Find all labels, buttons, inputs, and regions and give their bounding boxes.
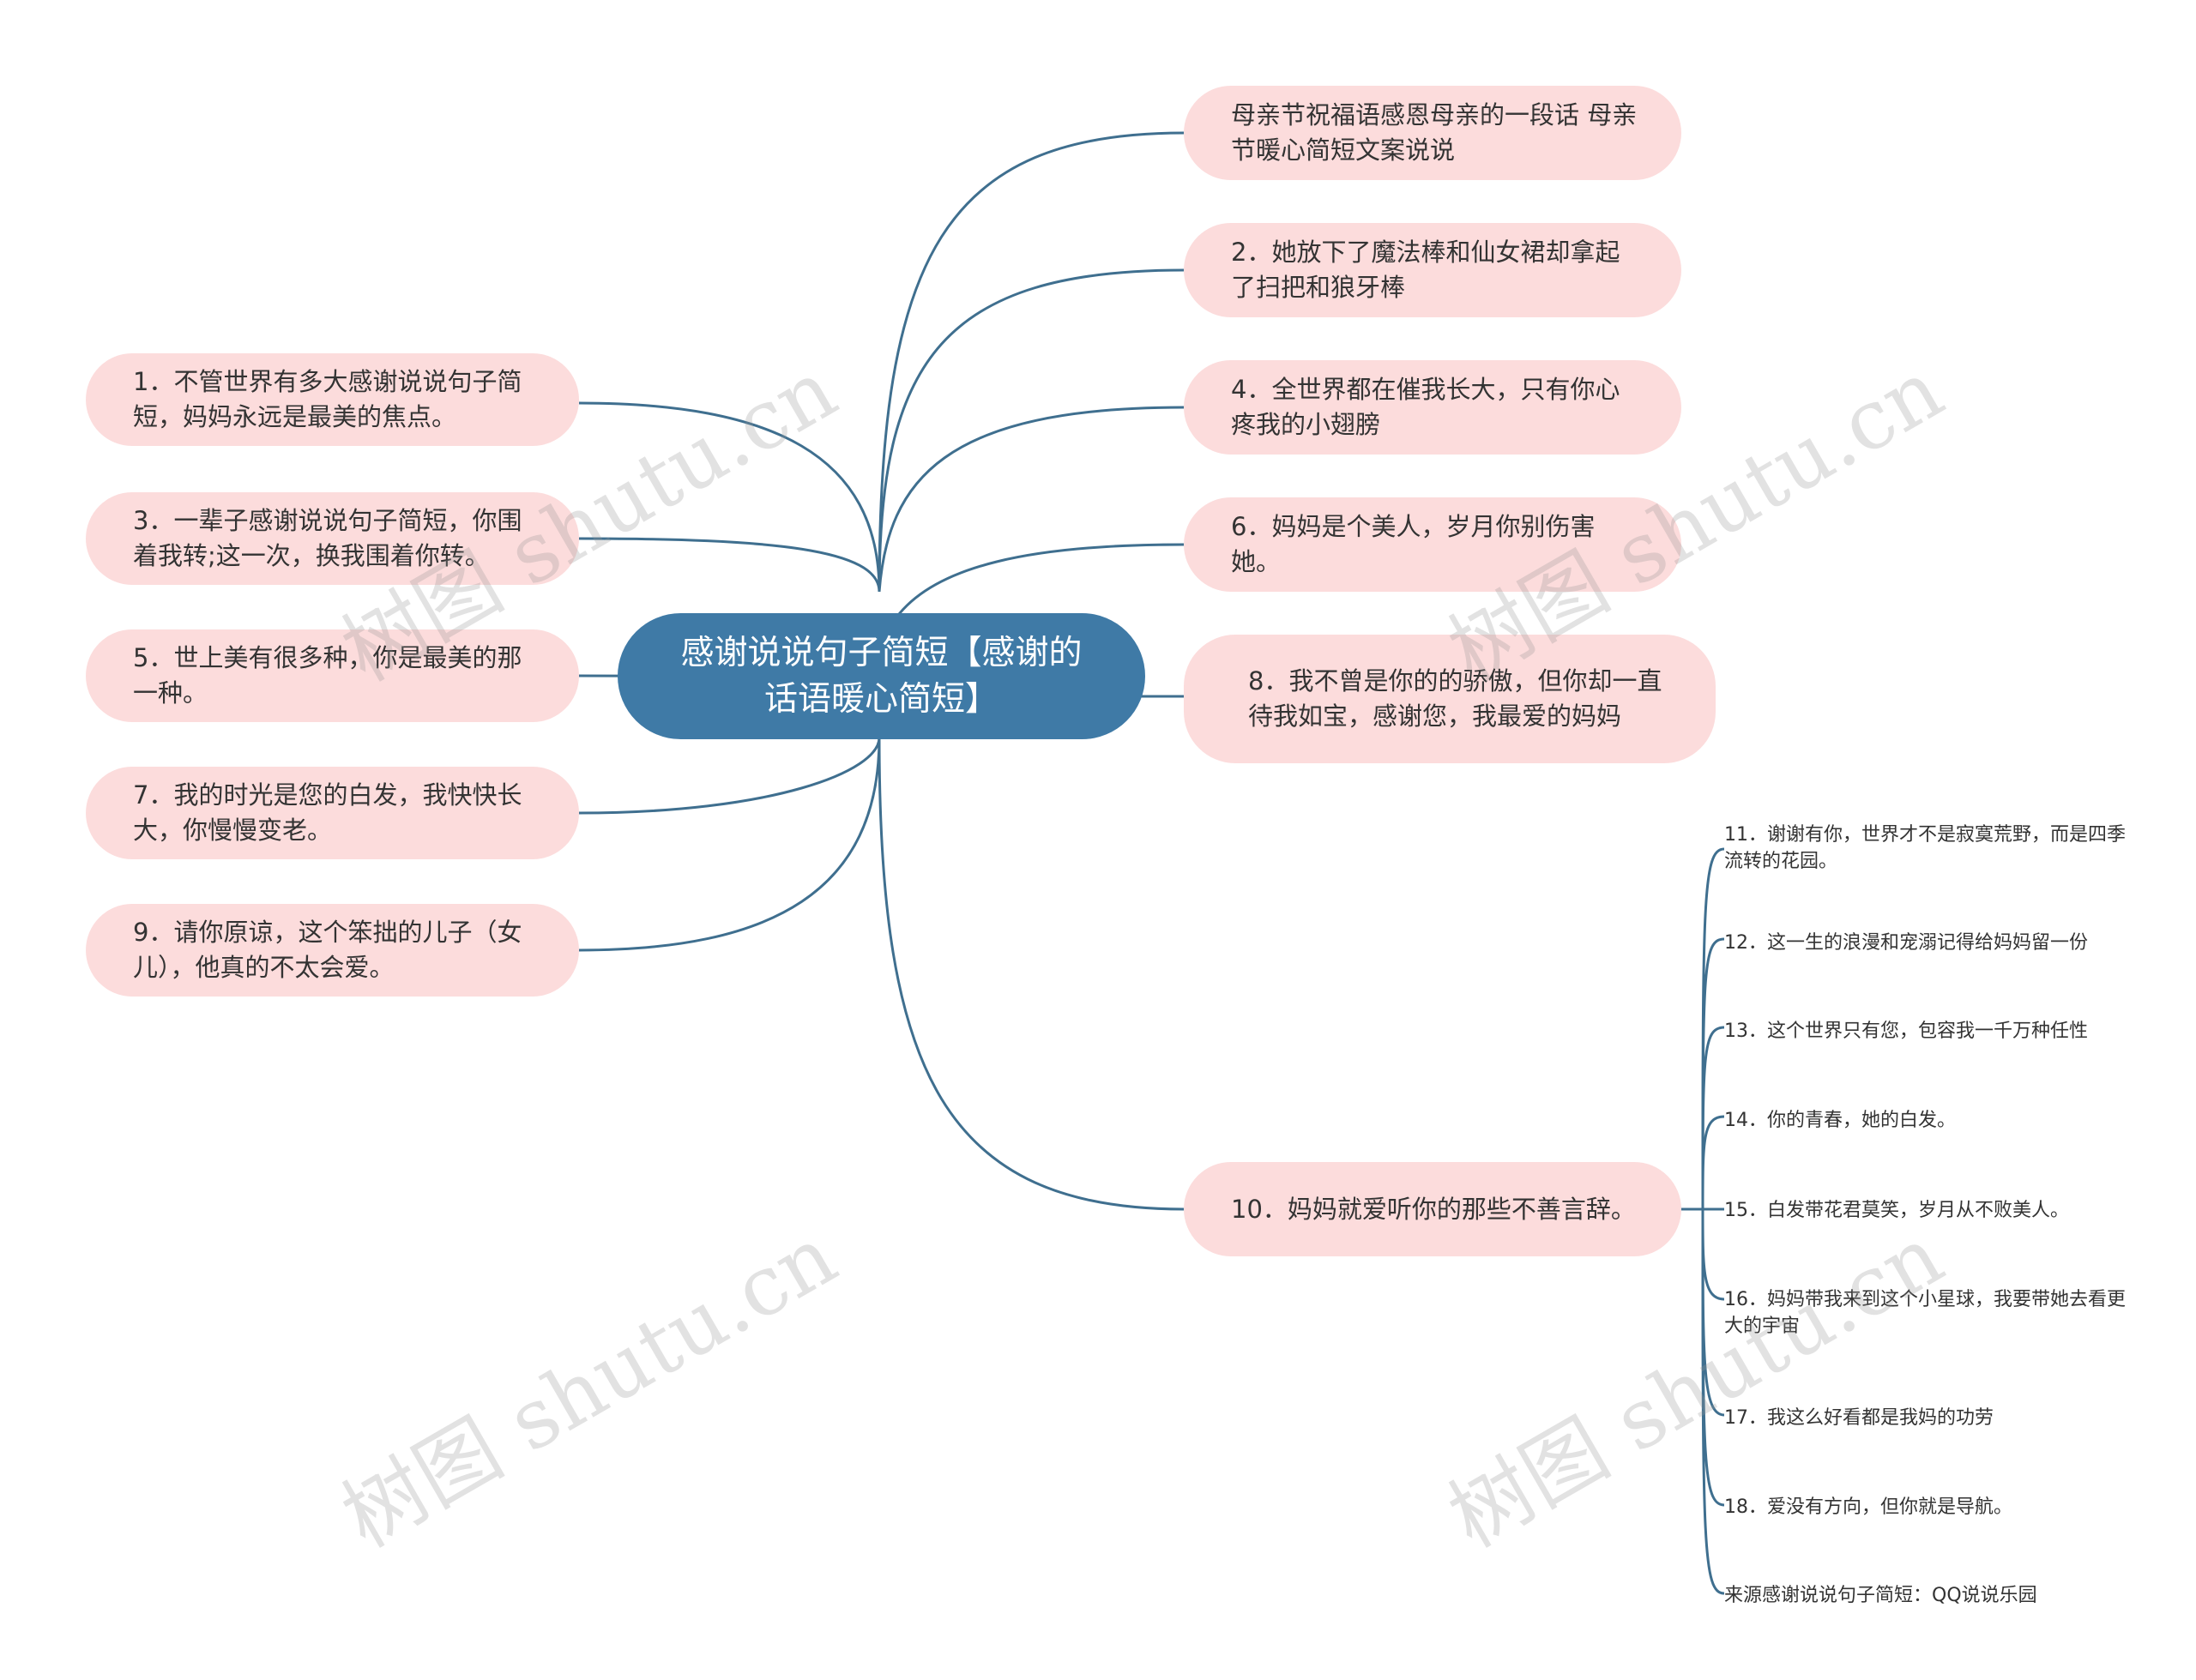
branch-node-right-4[interactable]: 4．全世界都在催我长大，只有你心疼我的小翅膀 xyxy=(1184,360,1681,455)
branch-node-left-1[interactable]: 1．不管世界有多大感谢说说句子简短，妈妈永远是最美的焦点。 xyxy=(86,353,579,446)
sub-item-label: 14．你的青春，她的白发。 xyxy=(1724,1110,1956,1131)
branch-label: 2．她放下了魔法棒和仙女裙却拿起了扫把和狼牙棒 xyxy=(1231,238,1620,302)
link-left-9 xyxy=(578,737,881,952)
branch-label: 10．妈妈就爱听你的那些不善言辞。 xyxy=(1231,1194,1636,1224)
branch-label: 母亲节祝福语感恩母亲的一段话 母亲节暖心简短文案说说 xyxy=(1231,100,1638,165)
branch-node-left-9[interactable]: 9．请你原谅，这个笨拙的儿子（女儿），他真的不太会爱。 xyxy=(86,904,579,997)
sub-item-12[interactable]: 12．这一生的浪漫和宠溺记得给妈妈留一份 xyxy=(1724,930,2136,956)
sub-item-label: 17．我这么好看都是我妈的功劳 xyxy=(1724,1407,1994,1429)
branch-label: 1．不管世界有多大感谢说说句子简短，妈妈永远是最美的焦点。 xyxy=(133,367,522,431)
branch-node-right-8[interactable]: 8．我不曾是你的的骄傲，但你却一直待我如宝，感谢您，我最爱的妈妈 xyxy=(1184,635,1716,763)
link-right-0 xyxy=(878,131,1185,593)
sub-item-label: 来源感谢说说句子简短：QQ说说乐园 xyxy=(1724,1585,2037,1606)
link-sub-11 xyxy=(1701,847,1725,1210)
sub-item-label: 18．爱没有方向，但你就是导航。 xyxy=(1724,1496,2012,1518)
link-sub-17 xyxy=(1701,1208,1725,1417)
link-right-10 xyxy=(878,737,1185,1211)
sub-item-label: 16．妈妈带我来到这个小星球，我要带她去看更大的宇宙 xyxy=(1724,1289,2126,1337)
sub-item-13[interactable]: 13．这个世界只有您，包容我一千万种任性 xyxy=(1724,1018,2136,1045)
branch-label: 7．我的时光是您的白发，我快快长大，你慢慢变老。 xyxy=(133,780,522,845)
branch-node-right-10[interactable]: 10．妈妈就爱听你的那些不善言辞。 xyxy=(1184,1162,1681,1256)
sub-item-11[interactable]: 11．谢谢有你，世界才不是寂寞荒野，而是四季流转的花园。 xyxy=(1724,822,2136,875)
link-sub-14 xyxy=(1701,1115,1725,1210)
sub-item-label: 12．这一生的浪漫和宠溺记得给妈妈留一份 xyxy=(1724,932,2088,954)
branch-label: 6．妈妈是个美人，岁月你别伤害她。 xyxy=(1231,512,1596,576)
sub-item-label: 13．这个世界只有您，包容我一千万种任性 xyxy=(1724,1021,2088,1042)
branch-node-right-2[interactable]: 2．她放下了魔法棒和仙女裙却拿起了扫把和狼牙棒 xyxy=(1184,223,1681,317)
link-right-4 xyxy=(878,406,1185,593)
branch-node-left-3[interactable]: 3．一辈子感谢说说句子简短，你围着我转;这一次，换我围着你转。 xyxy=(86,492,579,585)
link-sub-source xyxy=(1701,1208,1725,1595)
sub-item-label: 11．谢谢有你，世界才不是寂寞荒野，而是四季流转的花园。 xyxy=(1724,824,2126,872)
link-left-3 xyxy=(578,537,881,593)
root-label: 感谢说说句子简短【感谢的话语暖心简短】 xyxy=(680,633,1083,719)
sub-item-18[interactable]: 18．爱没有方向，但你就是导航。 xyxy=(1724,1494,2136,1520)
branch-label: 8．我不曾是你的的骄傲，但你却一直待我如宝，感谢您，我最爱的妈妈 xyxy=(1248,666,1662,731)
link-left-7 xyxy=(578,737,881,815)
link-left-1 xyxy=(578,401,881,593)
sub-item-label: 15．白发带花君莫笑，岁月从不败美人。 xyxy=(1724,1200,2069,1221)
link-sub-12 xyxy=(1701,937,1725,1210)
link-sub-18 xyxy=(1701,1208,1725,1507)
branch-node-right-6[interactable]: 6．妈妈是个美人，岁月你别伤害她。 xyxy=(1184,497,1681,592)
sub-item-17[interactable]: 17．我这么好看都是我妈的功劳 xyxy=(1724,1405,2136,1431)
branch-node-left-7[interactable]: 7．我的时光是您的白发，我快快长大，你慢慢变老。 xyxy=(86,767,579,859)
sub-item-15[interactable]: 15．白发带花君莫笑，岁月从不败美人。 xyxy=(1724,1197,2136,1224)
link-sub-16 xyxy=(1701,1208,1725,1301)
branch-label: 9．请你原谅，这个笨拙的儿子（女儿），他真的不太会爱。 xyxy=(133,918,522,982)
root-node[interactable]: 感谢说说句子简短【感谢的话语暖心简短】 xyxy=(618,613,1145,739)
link-right-6 xyxy=(895,543,1185,618)
sub-item-source[interactable]: 来源感谢说说句子简短：QQ说说乐园 xyxy=(1724,1582,2136,1609)
link-right-2 xyxy=(878,268,1185,593)
branch-label: 3．一辈子感谢说说句子简短，你围着我转;这一次，换我围着你转。 xyxy=(133,506,522,570)
branch-node-left-5[interactable]: 5．世上美有很多种，你是最美的那一种。 xyxy=(86,629,579,722)
branch-label: 4．全世界都在催我长大，只有你心疼我的小翅膀 xyxy=(1231,375,1620,439)
branch-label: 5．世上美有很多种，你是最美的那一种。 xyxy=(133,643,522,708)
branch-node-right-source-title[interactable]: 母亲节祝福语感恩母亲的一段话 母亲节暖心简短文案说说 xyxy=(1184,86,1681,180)
sub-item-16[interactable]: 16．妈妈带我来到这个小星球，我要带她去看更大的宇宙 xyxy=(1724,1286,2136,1340)
sub-item-14[interactable]: 14．你的青春，她的白发。 xyxy=(1724,1107,2136,1134)
